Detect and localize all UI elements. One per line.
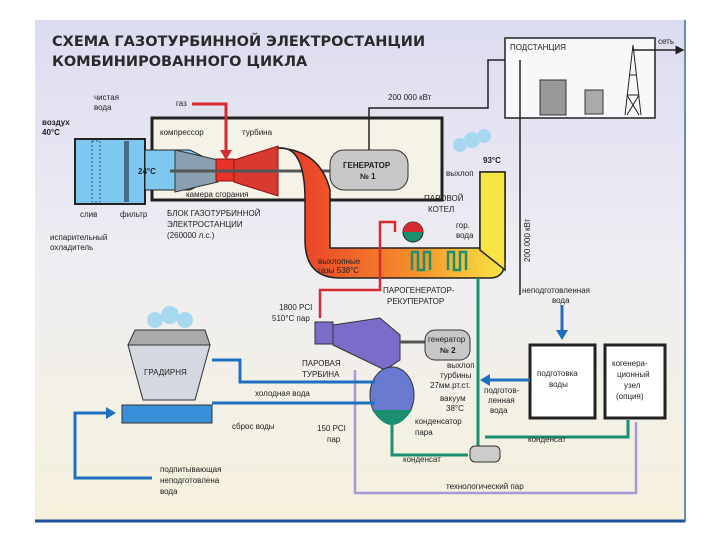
- title-line1: СХЕМА ГАЗОТУРБИННОЙ ЭЛЕКТРОСТАНЦИИ: [52, 33, 425, 50]
- label-generator2-1: генератор: [428, 335, 466, 344]
- label-lp-steam-1: 150 PCI: [317, 424, 346, 433]
- label-makeup-water-3: вода: [160, 487, 178, 496]
- label-power2: 200 000 кВт: [523, 218, 532, 262]
- label-turbine-exhaust-1: выхлоп: [447, 361, 475, 370]
- label-turbine-exhaust-3: 27мм.рт.ст.: [430, 381, 470, 390]
- condensate-line-2: [485, 420, 630, 439]
- label-evap-cooler-1: испарительный: [50, 233, 107, 242]
- process-steam-line: [353, 370, 638, 495]
- label-grid: сеть: [658, 37, 674, 46]
- transformer-1: [539, 79, 567, 116]
- label-temp-24: 24°C: [138, 167, 156, 176]
- label-substation: ПОДСТАНЦИЯ: [510, 43, 566, 52]
- title-line2: КОМБИНИРОВАННОГО ЦИКЛА: [52, 54, 308, 70]
- label-hrsg-1: ПАРОГЕНЕРАТОР-: [383, 286, 455, 295]
- label-condenser-2: пара: [415, 428, 433, 437]
- hrsg-coils: [410, 250, 468, 272]
- makeup-water-line: [73, 411, 152, 480]
- label-gt-block-1: БЛОК ГАЗОТУРБИННОЙ: [167, 209, 261, 218]
- exhaust-stack: [479, 171, 506, 272]
- steam-turbine-inlet: [314, 321, 334, 345]
- label-makeup-water-1: подпитывающая: [160, 465, 221, 474]
- substation-box: [504, 37, 656, 119]
- label-air-1: воздух: [42, 118, 70, 127]
- label-clean-water-2: вода: [94, 103, 112, 112]
- warm-water-return: [212, 358, 375, 384]
- label-turbine-exhaust-5: 38°C: [446, 404, 464, 413]
- label-power1: 200 000 кВт: [388, 93, 432, 102]
- label-hot-water-2: вода: [456, 231, 474, 240]
- label-gt-block-2: ЭЛЕКТРОСТАНЦИИ: [167, 220, 243, 229]
- label-steam-turbine-1: ПАРОВАЯ: [302, 359, 341, 368]
- label-generator1-2: № 1: [360, 172, 376, 181]
- label-raw-water-2: вода: [552, 296, 570, 305]
- label-turbine-exhaust-2: турбины: [440, 371, 472, 380]
- label-steam-boiler-2: КОТЕЛ: [428, 205, 454, 214]
- generator-2: [424, 329, 471, 361]
- label-evap-cooler-2: охладитель: [50, 243, 93, 252]
- label-drain: слив: [80, 210, 97, 219]
- label-exhaust-gases-1: выхлопные: [318, 257, 361, 266]
- label-steam-boiler-1: ПАРОВОЙ: [424, 194, 464, 203]
- gas-inlet-arrow: [192, 102, 228, 157]
- label-makeup-water-2: неподготовлена: [160, 476, 220, 485]
- exhaust-duct: [277, 147, 506, 279]
- label-condensate-2: конденсат: [403, 455, 441, 464]
- label-water-treatment-2: воды: [549, 380, 568, 389]
- label-treated-water-2: ленная: [488, 396, 515, 405]
- label-condenser-1: конденсатор: [415, 417, 462, 426]
- feed-pump: [469, 445, 501, 463]
- label-raw-water-1: неподготовленная: [522, 286, 590, 295]
- label-cogen-4: (опция): [616, 392, 644, 401]
- label-gt-block-3: (260000 л.с.): [167, 231, 215, 240]
- label-cogen-1: когенера-: [612, 359, 648, 368]
- label-hrsg-2: РЕКУПЕРАТОР: [387, 297, 444, 306]
- label-hp-steam-1: 1800 PCI: [279, 303, 312, 312]
- label-exhaust: выхлоп: [446, 169, 474, 178]
- label-cogen-2: ционный: [617, 370, 650, 379]
- steam-turbine: [332, 317, 401, 371]
- exhaust-cloud: [453, 129, 491, 152]
- power-line-1: [368, 59, 505, 150]
- tower-steam-cloud: [147, 306, 193, 328]
- condensate-line-1: [390, 425, 468, 457]
- label-combustion-chamber: камера сгорания: [186, 190, 249, 199]
- transformer-2: [584, 89, 604, 115]
- label-filter: фильтр: [120, 210, 148, 219]
- label-air-2: 40°C: [42, 128, 60, 137]
- label-steam-turbine-2: ТУРБИНА: [302, 370, 340, 379]
- label-compressor: компрессор: [160, 128, 204, 137]
- label-treated-water-1: подготов-: [484, 386, 520, 395]
- generator-1: [329, 149, 409, 191]
- hp-steam-line: [318, 220, 397, 318]
- label-lp-steam-2: пар: [327, 435, 341, 444]
- cooling-basin: [121, 404, 213, 424]
- label-turbine-exhaust-4: вакуум: [440, 394, 466, 403]
- label-water-discharge: сброс воды: [232, 422, 275, 431]
- label-cold-water: холодная вода: [255, 389, 310, 398]
- label-clean-water-1: чистая: [94, 93, 119, 102]
- transmission-tower: [624, 44, 642, 116]
- label-turbine: турбина: [242, 128, 273, 137]
- label-generator2-2: № 2: [440, 346, 456, 355]
- label-hp-steam-2: 510°C пар: [272, 314, 310, 323]
- label-generator1-1: ГЕНЕРАТОР: [343, 161, 391, 170]
- label-water-treatment-1: подготовка: [537, 369, 578, 378]
- label-process-steam: технологический пар: [446, 482, 524, 491]
- label-condensate-1: конденсат: [528, 435, 566, 444]
- label-temp-93: 93°C: [483, 156, 501, 165]
- label-cooling-tower: ГРАДИРНЯ: [144, 368, 187, 377]
- label-exhaust-gases-2: газы 538°C: [318, 266, 359, 275]
- label-gas: газ: [176, 99, 187, 108]
- label-hot-water-1: гор.: [456, 221, 470, 230]
- cogen-box: [603, 343, 667, 420]
- label-cogen-3: узел: [624, 381, 641, 390]
- label-treated-water-3: вода: [490, 406, 508, 415]
